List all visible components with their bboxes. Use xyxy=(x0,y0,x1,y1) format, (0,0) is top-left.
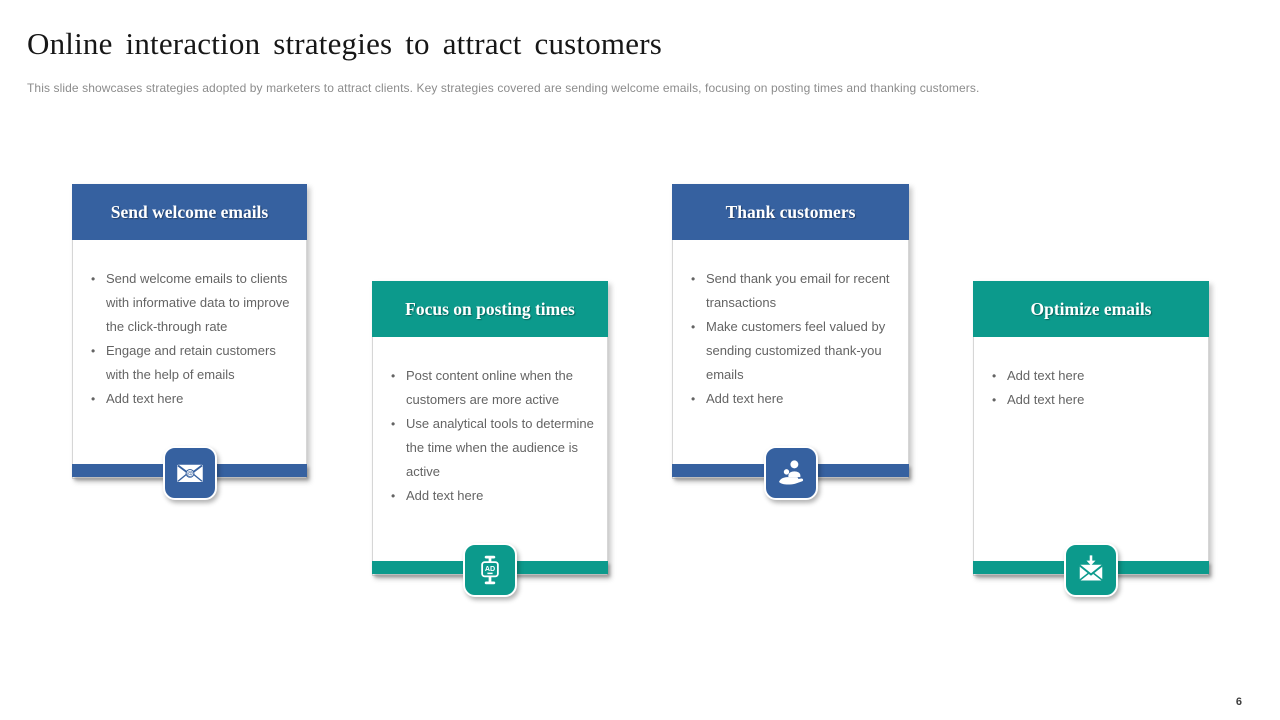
email-download-icon xyxy=(1064,543,1118,597)
bullet-item: Use analytical tools to determine the ti… xyxy=(389,412,601,484)
strategy-card-thank-customers: Thank customers Send thank you email for… xyxy=(672,184,909,500)
bullet-item: Add text here xyxy=(990,388,1202,412)
bullet-item: Send welcome emails to clients with info… xyxy=(89,267,300,339)
hand-person-icon xyxy=(763,446,818,500)
ad-sign-icon: AD xyxy=(463,543,517,597)
strategy-card-optimize-emails: Optimize emails Add text here Add text h… xyxy=(973,281,1209,597)
card-title: Focus on posting times xyxy=(372,281,608,337)
bullet-list: Post content online when the customers a… xyxy=(389,364,601,508)
card-title: Send welcome emails xyxy=(72,184,307,240)
slide-subtitle: This slide showcases strategies adopted … xyxy=(27,81,980,95)
bullet-item: Add text here xyxy=(689,387,902,411)
page-title: Online interaction strategies to attract… xyxy=(27,26,662,61)
bullet-list: Send thank you email for recent transact… xyxy=(689,267,902,411)
bullet-list: Send welcome emails to clients with info… xyxy=(89,267,300,411)
svg-text:@: @ xyxy=(186,471,192,478)
bullet-list: Add text here Add text here xyxy=(990,364,1202,412)
bullet-item: Make customers feel valued by sending cu… xyxy=(689,315,902,387)
bullet-item: Post content online when the customers a… xyxy=(389,364,601,412)
email-at-icon: @ xyxy=(162,446,217,500)
svg-text:AD: AD xyxy=(485,565,495,573)
bullet-item: Add text here xyxy=(389,484,601,508)
page-number: 6 xyxy=(1235,696,1242,708)
bullet-item: Engage and retain customers with the hel… xyxy=(89,339,300,387)
strategy-card-send-welcome-emails: Send welcome emails Send welcome emails … xyxy=(72,184,307,500)
bullet-item: Add text here xyxy=(89,387,300,411)
bullet-item: Add text here xyxy=(990,364,1202,388)
bullet-item: Send thank you email for recent transact… xyxy=(689,267,902,315)
card-title: Optimize emails xyxy=(973,281,1209,337)
strategy-card-focus-on-posting-times: Focus on posting times Post content onli… xyxy=(372,281,608,597)
card-title: Thank customers xyxy=(672,184,909,240)
